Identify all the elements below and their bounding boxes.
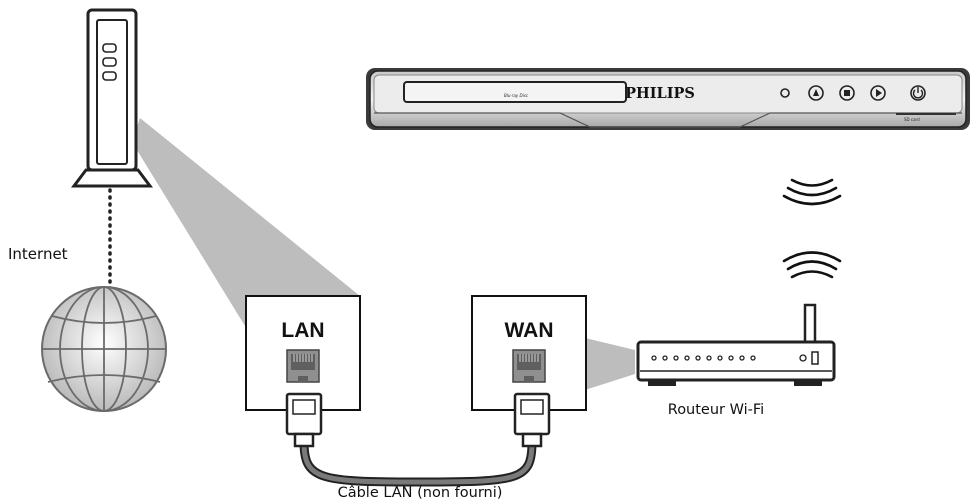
ethernet-plug-icon	[285, 392, 323, 448]
lan-zoom-wedge	[132, 118, 360, 326]
wan-port-label: WAN	[505, 319, 554, 342]
modem-icon	[71, 8, 153, 188]
wifi-signal-icon	[782, 178, 842, 206]
cable-label: Câble LAN (non fourni)	[338, 485, 503, 501]
ethernet-port-icon	[286, 349, 320, 383]
ethernet-plug-icon	[513, 392, 551, 448]
router-icon	[636, 303, 836, 386]
wifi-signal-icon	[782, 251, 842, 279]
wan-zoom-wedge	[585, 338, 635, 390]
ethernet-port-icon	[512, 349, 546, 383]
lan-cable	[299, 437, 537, 487]
router-label: Routeur Wi-Fi	[668, 402, 764, 418]
globe-icon	[41, 286, 167, 412]
blu-ray-player-icon	[366, 68, 970, 130]
sd-card-label: SD card	[904, 117, 920, 122]
lan-port-label: LAN	[281, 319, 324, 342]
disc-logo: Blu-ray Disc	[504, 93, 529, 98]
player-brand: PHILIPS	[625, 85, 695, 102]
internet-label: Internet	[8, 245, 68, 263]
